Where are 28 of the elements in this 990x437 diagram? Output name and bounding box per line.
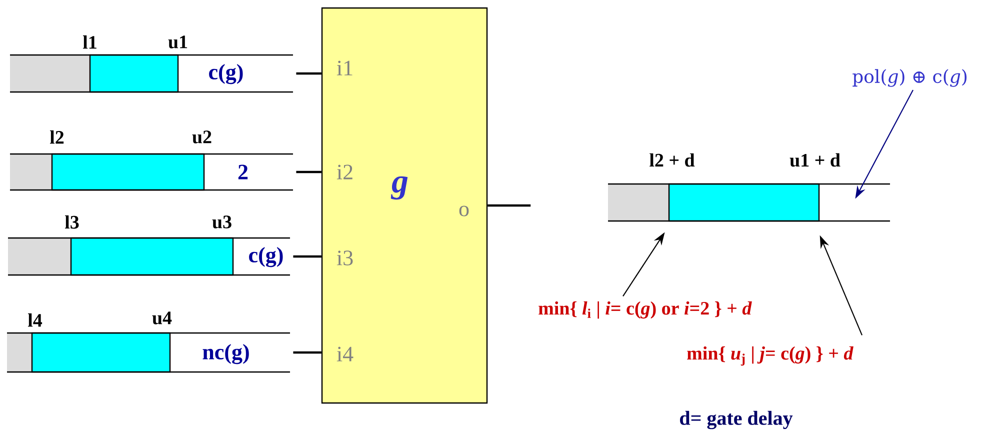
annotation-text: min{ l$_{i}$ | i= c(g) or i=2 } + d <box>538 301 752 319</box>
wire <box>296 170 322 174</box>
bound-label: u2 <box>192 130 212 144</box>
note-text: d= gate delay <box>680 410 793 430</box>
pin-label: i3 <box>336 250 353 266</box>
bound-label: l3 <box>65 215 79 229</box>
bound-label: u3 <box>212 216 232 228</box>
interval-bar: nc(g) <box>7 332 290 373</box>
wire <box>293 351 322 354</box>
interval-bar: c(g) <box>10 54 293 93</box>
bound-label: u1 <box>168 36 188 48</box>
wire <box>293 255 322 258</box>
pin-label: i4 <box>336 346 354 362</box>
interval-bar: c(g) <box>8 237 290 276</box>
wire <box>488 204 531 207</box>
bound-label: u4 <box>152 312 172 324</box>
pin-label: i1 <box>336 60 352 76</box>
bound-label: l1 <box>83 35 96 49</box>
annotation-text: pol(g) ⊕ c(g) <box>852 69 967 87</box>
bound-label: u1 + d <box>790 153 840 167</box>
pin-label: o <box>459 206 469 216</box>
wire <box>296 72 322 75</box>
annotation-text: min{ u$_{j}$ | j= c(g) } + d <box>687 346 854 366</box>
bound-label: l2 <box>50 130 64 144</box>
pin-label: i2 <box>336 164 352 180</box>
interval-bar: 2 <box>10 153 293 191</box>
bound-label: l2 + d <box>650 153 695 167</box>
bound-label: l4 <box>28 313 42 327</box>
